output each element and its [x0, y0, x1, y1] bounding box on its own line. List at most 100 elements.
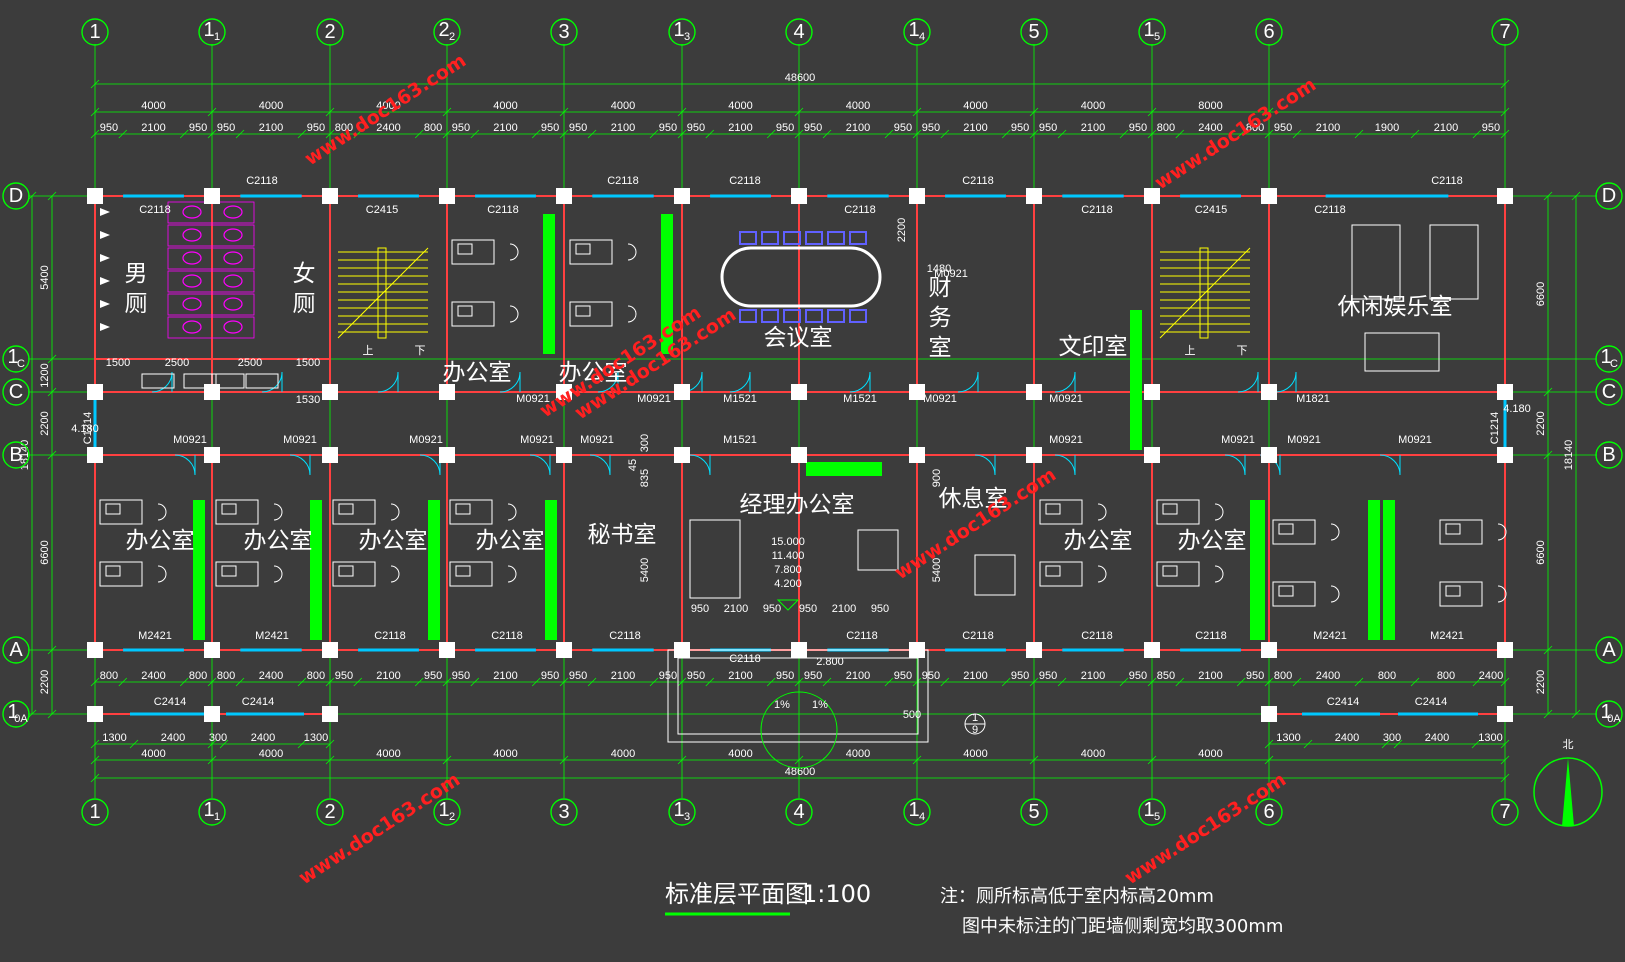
- dim-top-bays-tick: [1500, 107, 1510, 117]
- dim-bottom-detail-tick: [677, 677, 687, 687]
- urinal-fixture: [100, 277, 110, 285]
- toilet-stall: [167, 247, 255, 270]
- dim-left-text: 6600: [39, 540, 51, 564]
- column: [204, 188, 220, 204]
- column: [87, 188, 103, 204]
- axis-bubble-top-sub: 2: [449, 31, 455, 43]
- dim-top-bays-text: 4000: [611, 100, 635, 112]
- dim-top-detail-text: 950: [776, 122, 794, 134]
- dim-label-1500: 1500: [106, 357, 130, 369]
- office-set-chair: [1497, 523, 1507, 541]
- office-set-monitor: [221, 503, 237, 515]
- door-label-m2421: M2421: [138, 630, 172, 642]
- axis-bubble-top-main: 1: [908, 19, 919, 41]
- axis-bubble-right-main: 1: [1600, 701, 1611, 723]
- dim-bottom-detail-text: 950: [687, 670, 705, 682]
- dim-bottom-sub-left-text: 300: [209, 732, 227, 744]
- column: [87, 384, 103, 400]
- dim-top-detail-tick: [884, 129, 894, 139]
- window-label-c2118: C2118: [846, 630, 878, 642]
- dim-top-bays-text: 4000: [1081, 100, 1105, 112]
- canopy-circle: [760, 691, 838, 769]
- dim-bottom-detail-tick: [325, 677, 335, 687]
- room-name-line: 办公室: [244, 528, 313, 554]
- window-label-c2414: C2414: [242, 696, 274, 708]
- room-name-line: 办公室: [1064, 528, 1133, 554]
- dim-bottom-bays-text: 4000: [141, 748, 165, 760]
- office-set-chair: [1330, 585, 1340, 603]
- window-label-c2415: C2415: [366, 204, 398, 216]
- door-swing-north: [151, 371, 173, 393]
- door-swing-north: [499, 371, 521, 393]
- dim-bottom-sub-left-text: 2400: [251, 732, 275, 744]
- dim-bottom-detail-tick: [705, 677, 715, 687]
- lounge-table: [974, 554, 1016, 596]
- dim-label-45: 45: [627, 459, 639, 471]
- axis-bubble-bottom-label: 2: [324, 801, 335, 823]
- office-set-desk: [1039, 561, 1083, 587]
- axis-bubble-left-sub: 0A: [14, 713, 28, 725]
- dim-top-detail-text: 950: [217, 122, 235, 134]
- office-set-monitor: [221, 565, 237, 577]
- axis-bubble-left-main: 1: [7, 346, 18, 368]
- dim-bottom-detail-tick: [1292, 677, 1302, 687]
- dim-bottom-detail-tick: [470, 677, 480, 687]
- toilet-fixture: [182, 297, 202, 311]
- window-label-c2118: C2118: [962, 630, 994, 642]
- office-set-chair: [509, 243, 519, 261]
- axis-bubble-left-label: D: [9, 185, 23, 207]
- dim-bottom-sub-left-text: 1300: [304, 732, 328, 744]
- dim-top-detail-text: 800: [335, 122, 353, 134]
- column: [322, 706, 338, 722]
- door-swing-north: [849, 371, 871, 393]
- note-line-1: 注：厕所标高低于室内标高20mm: [940, 886, 1214, 907]
- column: [1026, 384, 1042, 400]
- dim-bottom-detail-tick: [531, 677, 541, 687]
- door-swing-south: [974, 454, 996, 476]
- axis-bubble-bottom-sub: 2: [449, 811, 455, 823]
- dim-bottom-detail-text: 950: [1039, 670, 1057, 682]
- door-label-m0921: M0921: [409, 434, 443, 446]
- plant-strip: [310, 500, 322, 640]
- dim-top-detail-tick: [1001, 129, 1011, 139]
- dim-bottom-bays-tick: [677, 755, 687, 765]
- dim-left-tick: [47, 387, 57, 397]
- column: [204, 447, 220, 463]
- dim-top-detail-text: 950: [189, 122, 207, 134]
- office-set-monitor: [1162, 565, 1178, 577]
- room-name-line: 休闲娱乐室: [1338, 294, 1453, 320]
- office-set-desk: [332, 561, 376, 587]
- dim-top-detail-tick: [912, 129, 922, 139]
- dim-bottom-detail-tick: [179, 677, 189, 687]
- axis-bubble-right: [1595, 441, 1623, 469]
- toilet-fixture: [182, 274, 202, 288]
- dim-bottom-detail-tick: [912, 677, 922, 687]
- room-name-line: 办公室: [126, 528, 195, 554]
- meeting-chair: [827, 231, 845, 245]
- room-name-line: 会议室: [764, 325, 833, 351]
- column: [1144, 384, 1160, 400]
- dim-top-detail-tick: [559, 129, 569, 139]
- north-arrow-icon: [1562, 758, 1574, 826]
- dim-top-detail-tick: [1472, 129, 1482, 139]
- dim-bottom-detail-text: 950: [1011, 670, 1029, 682]
- column: [1026, 447, 1042, 463]
- wash-basin: [183, 373, 217, 389]
- dim-bottom-bays-tick: [559, 755, 569, 765]
- column: [439, 188, 455, 204]
- office-set-desk: [569, 301, 613, 327]
- office-set-desk: [1272, 581, 1316, 607]
- stair-east-well: [1199, 247, 1209, 339]
- dim-bottom-detail-text: 950: [922, 670, 940, 682]
- dim-top-detail-text: 950: [804, 122, 822, 134]
- dim-top-bays-text: 4000: [493, 100, 517, 112]
- plant-strip: [428, 500, 440, 640]
- door-label-m1821: M1821: [1296, 393, 1330, 405]
- axis-bubble-top: [785, 18, 813, 46]
- toilet-stall: [167, 270, 255, 293]
- window-label-c2118: C2118: [607, 175, 639, 187]
- drawing-scale: 1:100: [802, 880, 871, 908]
- dim-right-total-text: 18140: [1563, 440, 1575, 471]
- door-swing-south: [529, 454, 551, 476]
